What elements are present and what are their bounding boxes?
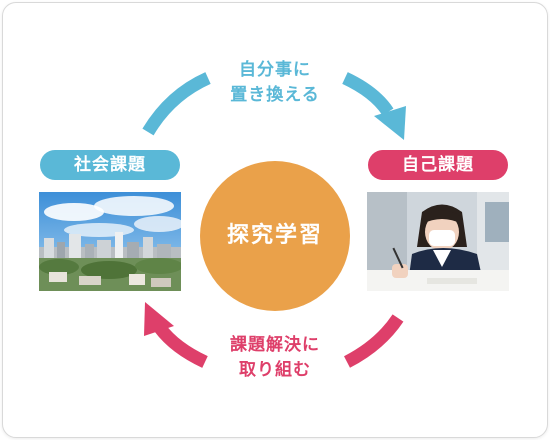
top-caption-line2: 置き換える: [230, 85, 320, 105]
center-label: 探究学習: [226, 223, 323, 248]
top-caption: 自分事に 置き換える: [205, 58, 345, 108]
top-arc-arrow: [142, 72, 211, 136]
city-skyline-photo: [39, 192, 181, 291]
center-circle: 探究学習: [200, 161, 350, 311]
bottom-caption-line2: 取り組む: [239, 360, 311, 380]
bottom-caption-line1: 課題解決に: [230, 335, 320, 355]
bottom-arrowhead: [144, 302, 174, 336]
top-caption-line1: 自分事に: [239, 60, 311, 80]
bottom-arc-arrow: [343, 314, 404, 368]
social-issue-label: 社会課題: [40, 150, 180, 180]
top-arrowhead: [374, 106, 406, 140]
self-issue-label: 自己課題: [368, 150, 508, 180]
student-studying-photo: [367, 192, 509, 291]
bottom-caption: 課題解決に 取り組む: [200, 333, 350, 383]
